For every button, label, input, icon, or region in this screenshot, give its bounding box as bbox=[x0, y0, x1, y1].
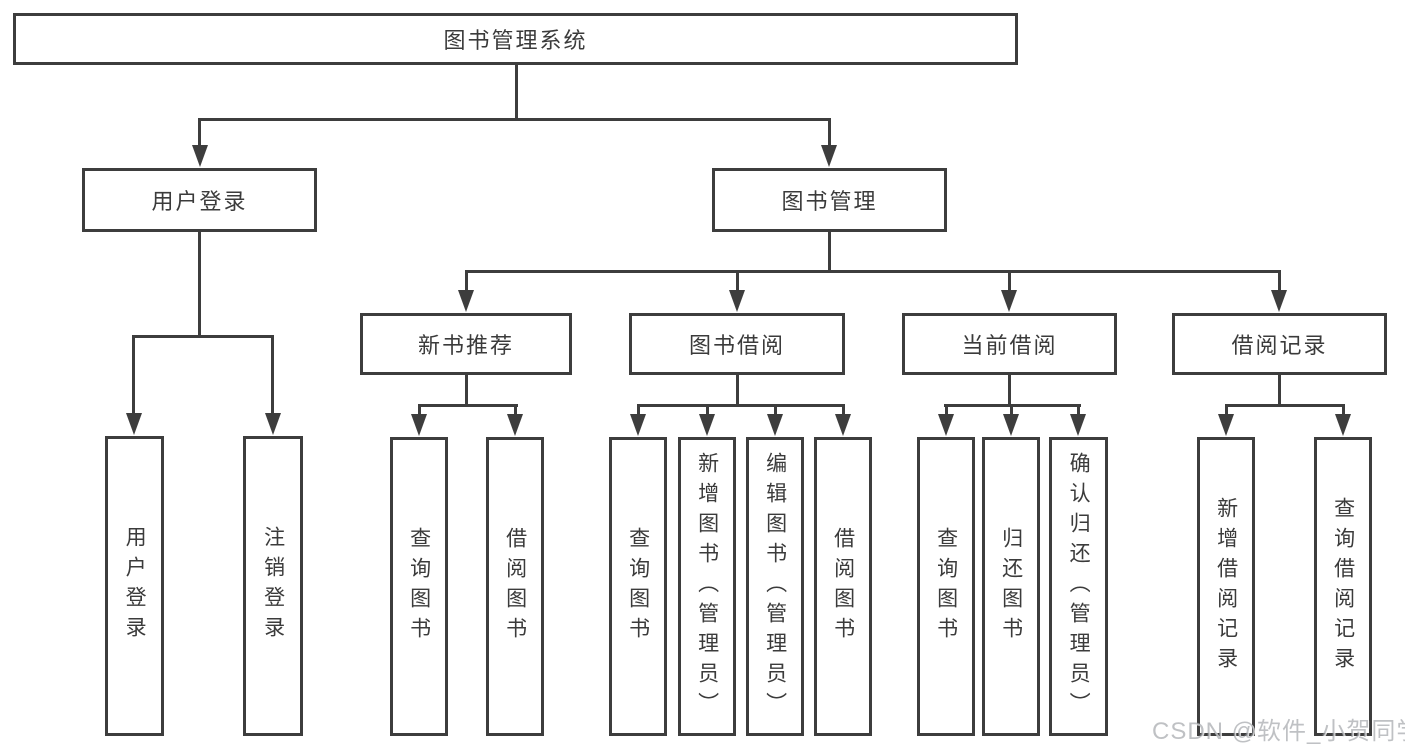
arrowhead bbox=[938, 414, 954, 436]
node-new-book-recommendation-label: 新书推荐 bbox=[417, 333, 514, 358]
leaf-query-book-2-label: 查询图书 bbox=[626, 526, 650, 647]
connector bbox=[1278, 375, 1281, 406]
node-user-login-label: 用户登录 bbox=[151, 189, 248, 214]
arrowhead bbox=[1335, 414, 1351, 436]
arrowhead bbox=[1271, 290, 1287, 312]
leaf-query-borrow-record: 查询借阅记录 bbox=[1314, 437, 1372, 736]
connector bbox=[1225, 406, 1228, 416]
leaf-return-book: 归还图书 bbox=[982, 437, 1040, 736]
leaf-query-book-3: 查询图书 bbox=[917, 437, 975, 736]
csdn-watermark: CSDN @软件_小贺同学 bbox=[1152, 718, 1405, 745]
connector bbox=[465, 272, 468, 292]
arrowhead bbox=[265, 413, 281, 435]
node-borrowing-records-label: 借阅记录 bbox=[1231, 333, 1328, 358]
arrowhead bbox=[1003, 414, 1019, 436]
arrowhead bbox=[699, 414, 715, 436]
leaf-add-book-admin: 新增图书（管理员） bbox=[678, 437, 736, 736]
connector bbox=[418, 406, 421, 416]
leaf-borrow-book-2: 借阅图书 bbox=[814, 437, 872, 736]
connector bbox=[1008, 272, 1011, 292]
connector bbox=[828, 120, 831, 147]
leaf-query-book-1-label: 查询图书 bbox=[407, 526, 431, 647]
connector bbox=[465, 375, 468, 406]
node-root: 图书管理系统 bbox=[13, 13, 1018, 65]
leaf-add-borrow-record: 新增借阅记录 bbox=[1197, 437, 1255, 736]
leaf-edit-book-admin-label: 编辑图书（管理员） bbox=[763, 451, 787, 722]
connector bbox=[271, 337, 274, 415]
arrowhead bbox=[1001, 290, 1017, 312]
connector bbox=[842, 406, 845, 416]
connector bbox=[1342, 406, 1345, 416]
connector bbox=[945, 406, 948, 416]
connector bbox=[465, 270, 1281, 273]
connector bbox=[198, 120, 201, 147]
leaf-query-book-2: 查询图书 bbox=[609, 437, 667, 736]
connector bbox=[637, 406, 640, 416]
node-current-borrowing-label: 当前借阅 bbox=[961, 333, 1058, 358]
connector bbox=[828, 232, 831, 272]
leaf-user-login: 用户登录 bbox=[105, 436, 164, 736]
arrowhead bbox=[1218, 414, 1234, 436]
node-book-borrowing: 图书借阅 bbox=[629, 313, 845, 375]
arrowhead bbox=[126, 413, 142, 435]
node-new-book-recommendation: 新书推荐 bbox=[360, 313, 572, 375]
leaf-query-borrow-record-label: 查询借阅记录 bbox=[1331, 496, 1355, 677]
leaf-borrow-book-2-label: 借阅图书 bbox=[831, 526, 855, 647]
node-book-management: 图书管理 bbox=[712, 168, 947, 232]
connector bbox=[418, 404, 518, 407]
connector bbox=[774, 406, 777, 416]
arrowhead bbox=[821, 145, 837, 167]
arrowhead bbox=[192, 145, 208, 167]
node-current-borrowing: 当前借阅 bbox=[902, 313, 1117, 375]
leaf-logout: 注销登录 bbox=[243, 436, 303, 736]
leaf-logout-label: 注销登录 bbox=[261, 526, 285, 646]
arrowhead bbox=[630, 414, 646, 436]
leaf-confirm-return-admin: 确认归还（管理员） bbox=[1049, 437, 1108, 736]
connector bbox=[132, 337, 135, 415]
connector bbox=[1008, 375, 1011, 406]
leaf-edit-book-admin: 编辑图书（管理员） bbox=[746, 437, 804, 736]
connector bbox=[1010, 406, 1013, 416]
arrowhead bbox=[411, 414, 427, 436]
node-root-label: 图书管理系统 bbox=[443, 28, 588, 53]
connector bbox=[132, 335, 274, 338]
leaf-borrow-book-1: 借阅图书 bbox=[486, 437, 544, 736]
leaf-borrow-book-1-label: 借阅图书 bbox=[503, 526, 527, 647]
connector bbox=[198, 232, 201, 337]
node-book-borrowing-label: 图书借阅 bbox=[688, 333, 785, 358]
connector bbox=[736, 375, 739, 406]
arrowhead bbox=[767, 414, 783, 436]
node-borrowing-records: 借阅记录 bbox=[1172, 313, 1387, 375]
arrowhead bbox=[835, 414, 851, 436]
connector bbox=[1077, 406, 1080, 416]
connector bbox=[1278, 272, 1281, 292]
arrowhead bbox=[729, 290, 745, 312]
arrowhead bbox=[1070, 414, 1086, 436]
connector bbox=[944, 404, 1081, 407]
connector bbox=[637, 404, 845, 407]
connector bbox=[706, 406, 709, 416]
node-user-login: 用户登录 bbox=[82, 168, 317, 232]
node-book-management-label: 图书管理 bbox=[781, 189, 878, 214]
connector bbox=[198, 118, 831, 121]
leaf-query-book-1: 查询图书 bbox=[390, 437, 448, 736]
arrowhead bbox=[507, 414, 523, 436]
connector bbox=[1225, 404, 1345, 407]
leaf-query-book-3-label: 查询图书 bbox=[934, 526, 958, 647]
connector bbox=[514, 406, 517, 416]
leaf-return-book-label: 归还图书 bbox=[999, 526, 1023, 647]
connector bbox=[515, 64, 518, 121]
arrowhead bbox=[458, 290, 474, 312]
leaf-user-login-label: 用户登录 bbox=[123, 526, 147, 646]
connector bbox=[736, 272, 739, 292]
leaf-add-borrow-record-label: 新增借阅记录 bbox=[1214, 496, 1238, 677]
leaf-confirm-return-admin-label: 确认归还（管理员） bbox=[1067, 451, 1091, 722]
leaf-add-book-admin-label: 新增图书（管理员） bbox=[695, 451, 719, 722]
